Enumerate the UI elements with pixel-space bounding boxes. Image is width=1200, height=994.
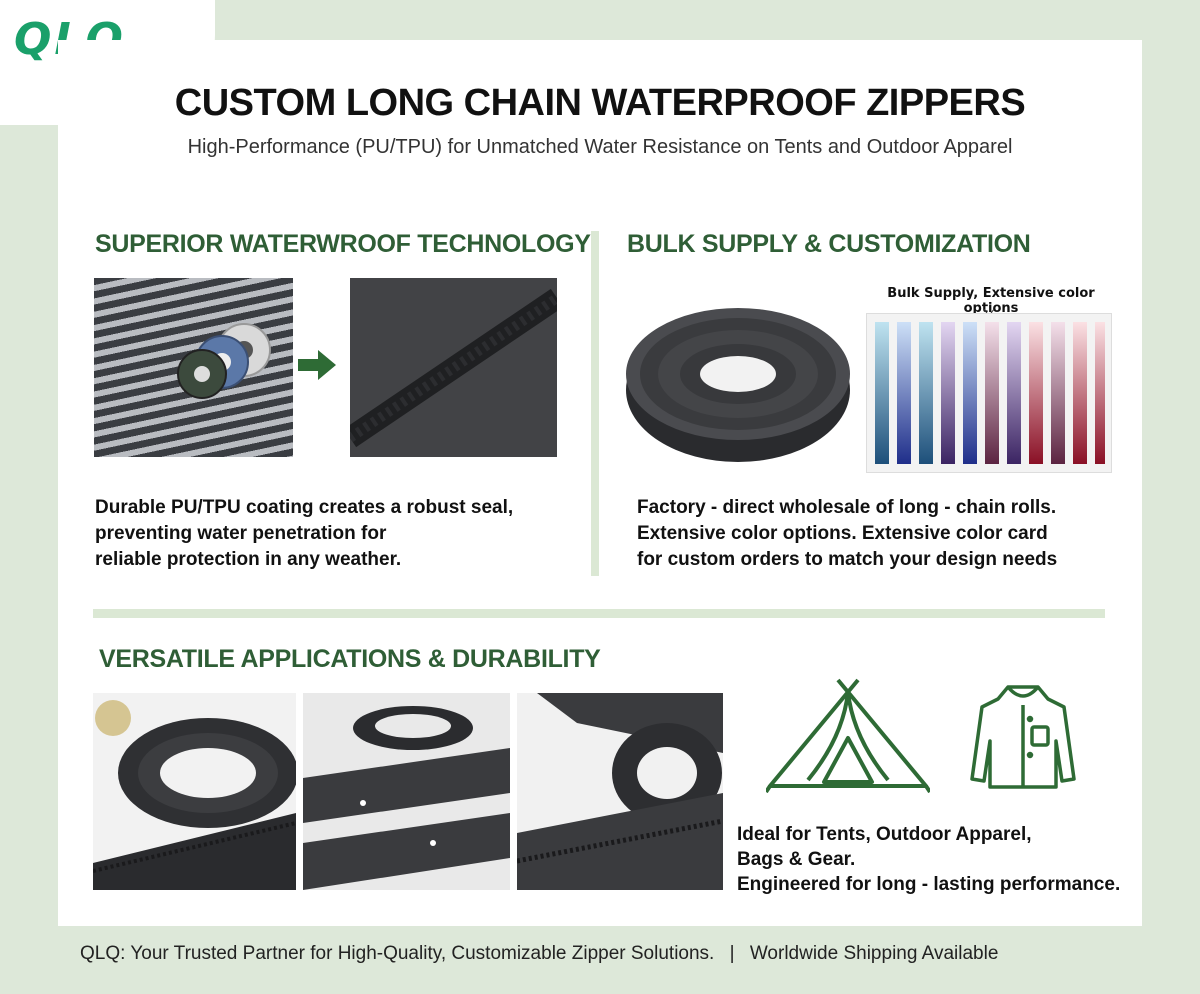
bulk-line-1: Factory - direct wholesale of long - cha…: [637, 497, 1057, 518]
fabric-with-zipper-rolls-image: [94, 278, 293, 457]
zipper-coil-image-3: [517, 693, 723, 890]
arrow-right-icon: [298, 350, 336, 385]
applications-line-2: Bags & Gear.: [737, 849, 856, 870]
zipper-closeup-image: [350, 278, 557, 457]
zipper-coil-image-1: [93, 693, 296, 890]
bulk-line-2: Extensive color options. Extensive color…: [637, 523, 1048, 544]
horizontal-divider: [93, 609, 1105, 618]
footer-tagline: QLQ: Your Trusted Partner for High-Quali…: [80, 943, 715, 964]
page-title: CUSTOM LONG CHAIN WATERPROOF ZIPPERS: [174, 82, 1026, 124]
vertical-divider: [591, 231, 599, 576]
zipper-coil-image-2: [303, 693, 510, 890]
waterproof-line-2: preventing water penetration for: [95, 523, 387, 544]
applications-line-1: Ideal for Tents, Outdoor Apparel,: [737, 824, 1032, 845]
color-card-image: [866, 313, 1112, 473]
waterproof-description: Durable PU/TPU coating creates a robust …: [95, 495, 513, 573]
zipper-roll-image: [618, 290, 858, 470]
color-card-caption: Bulk Supply, Extensive color options: [887, 286, 1095, 316]
waterproof-heading: SUPERIOR WATERWROOF TECHNOLOGY: [95, 230, 591, 258]
waterproof-line-1: Durable PU/TPU coating creates a robust …: [95, 497, 514, 518]
jacket-icon: [968, 683, 1078, 796]
bulk-line-3: for custom orders to match your design n…: [637, 549, 1058, 570]
applications-heading: VERSATILE APPLICATIONS & DURABILITY: [99, 645, 601, 673]
applications-description: Ideal for Tents, Outdoor Apparel, Bags &…: [737, 822, 1120, 897]
bulk-heading: BULK SUPPLY & CUSTOMIZATION: [627, 230, 1031, 258]
footer-shipping: Worldwide Shipping Available: [749, 943, 999, 964]
applications-line-3: Engineered for long - lasting performanc…: [737, 874, 1121, 895]
bulk-description: Factory - direct wholesale of long - cha…: [637, 495, 1057, 573]
footer-separator: |: [729, 943, 735, 964]
waterproof-line-3: reliable protection in any weather.: [95, 549, 402, 570]
footer: QLQ: Your Trusted Partner for High-Quali…: [80, 943, 998, 965]
page-subtitle: High-Performance (PU/TPU) for Unmatched …: [187, 136, 1013, 158]
tent-icon: [764, 678, 932, 798]
